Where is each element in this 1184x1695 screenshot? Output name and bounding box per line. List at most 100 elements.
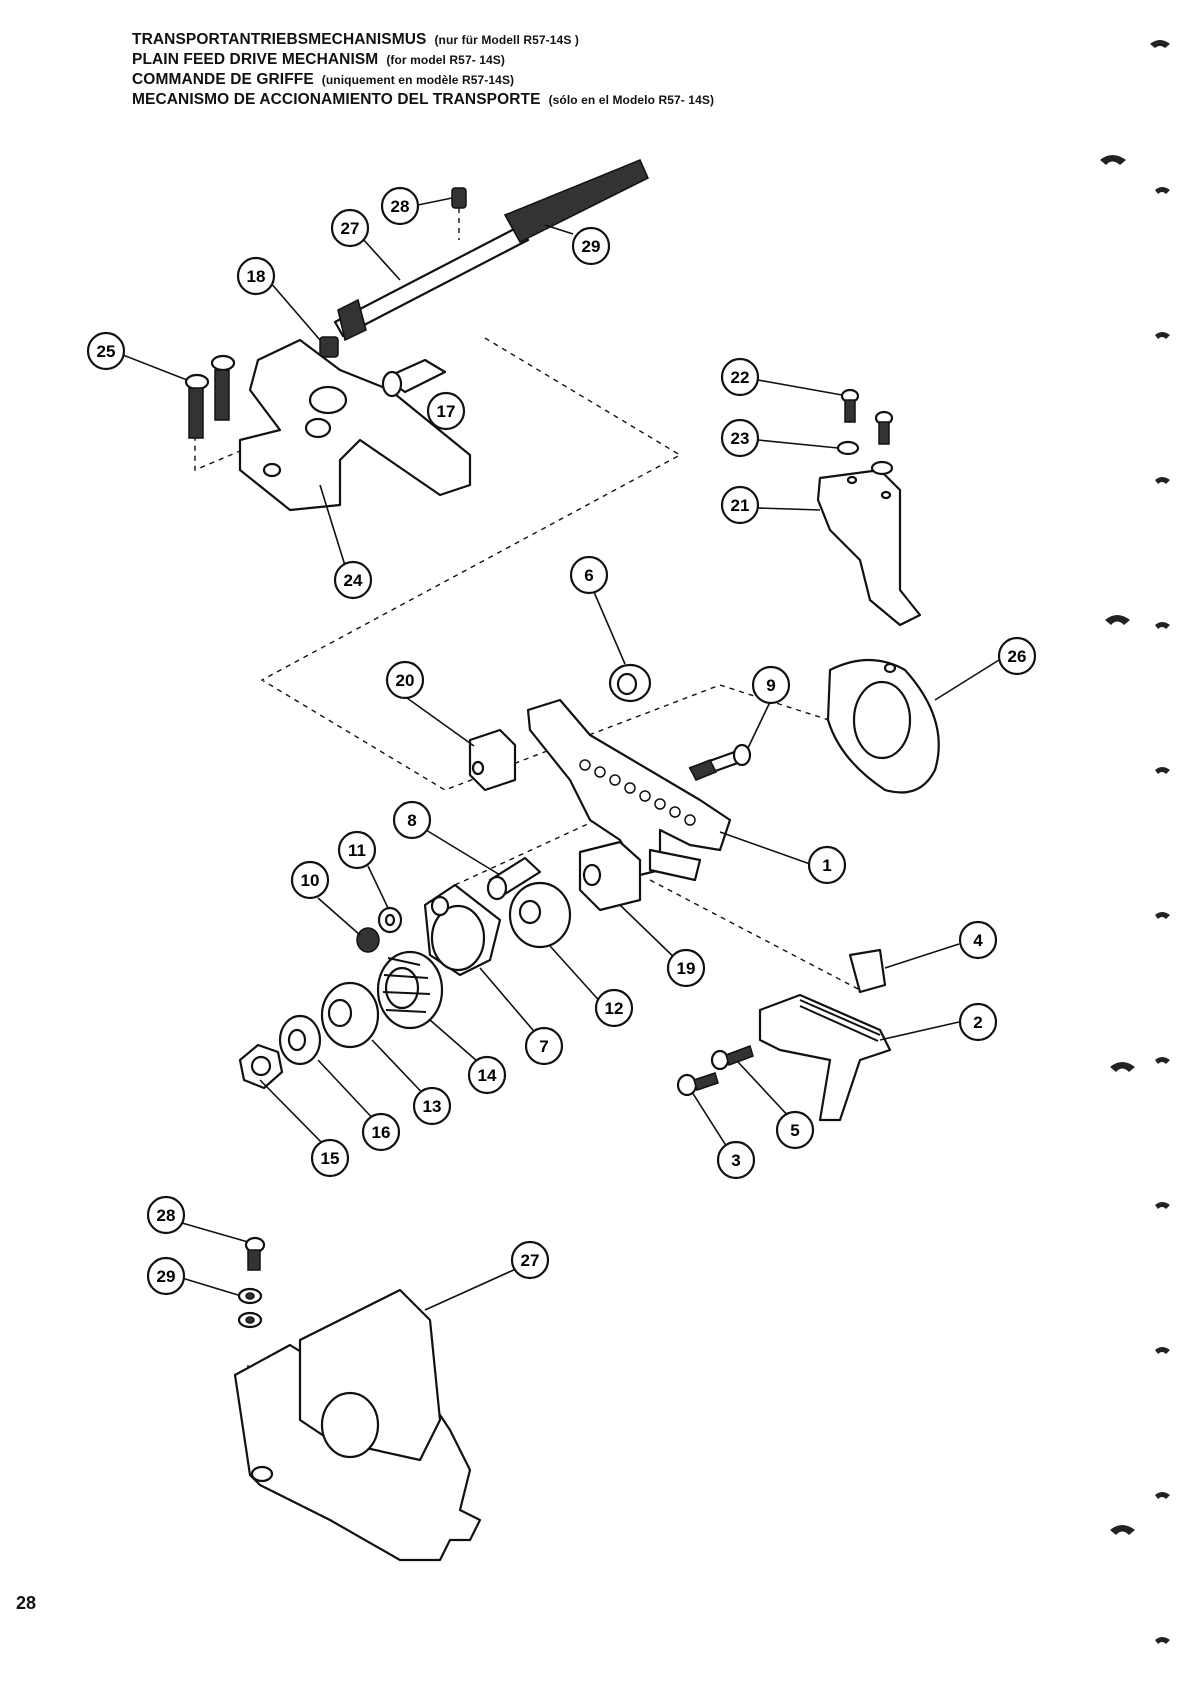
svg-text:12: 12 — [605, 999, 624, 1018]
svg-text:6: 6 — [584, 566, 593, 585]
svg-text:29: 29 — [582, 237, 601, 256]
title-spanish: MECANISMO DE ACCIONAMIENTO DEL TRANSPORT… — [132, 91, 715, 108]
page-number: 28 — [16, 1593, 37, 1613]
callout: 16 — [361, 1112, 401, 1152]
svg-text:22: 22 — [731, 368, 750, 387]
svg-text:4: 4 — [973, 931, 983, 950]
washer-16 — [278, 1014, 322, 1066]
callout: 28 — [146, 1195, 186, 1235]
callout: 9 — [751, 665, 791, 705]
title-block: TRANSPORTANTRIEBSMECHANISMUS(nur für Mod… — [132, 30, 714, 110]
flange-26 — [826, 658, 940, 794]
svg-text:21: 21 — [731, 496, 750, 515]
callout: 15 — [310, 1138, 350, 1178]
washer-11 — [377, 906, 403, 934]
svg-text:15: 15 — [321, 1149, 340, 1168]
pin-17 — [381, 358, 447, 398]
screw-3 — [676, 1072, 719, 1097]
svg-text:28: 28 — [391, 197, 410, 216]
washers-29-bottom — [237, 1287, 263, 1329]
callout: 19 — [666, 948, 706, 988]
callout: 5 — [775, 1110, 815, 1150]
callout: 3 — [716, 1140, 756, 1180]
block-20 — [468, 728, 517, 792]
washer-6 — [608, 663, 652, 703]
callout: 2 — [958, 1002, 998, 1042]
nut-15 — [238, 1043, 284, 1090]
scan-margin-marks — [1100, 40, 1170, 1644]
callout: 1 — [807, 845, 847, 885]
callout: 29 — [146, 1256, 186, 1296]
svg-text:13: 13 — [423, 1097, 442, 1116]
screw-5 — [710, 1045, 754, 1071]
callout: 20 — [385, 660, 425, 700]
callout: 12 — [594, 988, 634, 1028]
bushing-13 — [320, 981, 380, 1049]
callout: 25 — [86, 331, 126, 371]
callout: 6 — [569, 555, 609, 595]
svg-text:24: 24 — [344, 571, 363, 590]
svg-text:29: 29 — [157, 1267, 176, 1286]
callout: 26 — [997, 636, 1037, 676]
svg-text:25: 25 — [97, 342, 116, 361]
svg-text:1: 1 — [822, 856, 831, 875]
callout: 13 — [412, 1086, 452, 1126]
callout: 28 — [380, 186, 420, 226]
callout: 14 — [467, 1055, 507, 1095]
callout: 29 — [571, 226, 611, 266]
screws-25 — [184, 354, 236, 439]
svg-text:17: 17 — [437, 402, 456, 421]
svg-text:11: 11 — [348, 841, 366, 860]
callout: 27 — [330, 208, 370, 248]
svg-text:10: 10 — [301, 871, 320, 890]
svg-text:14: 14 — [478, 1066, 497, 1085]
title-english: PLAIN FEED DRIVE MECHANISM(for model R57… — [132, 51, 506, 68]
svg-text:16: 16 — [372, 1123, 391, 1142]
svg-text:27: 27 — [521, 1251, 540, 1270]
callout: 4 — [958, 920, 998, 960]
feed-dog-2 — [758, 993, 892, 1122]
svg-text:23: 23 — [731, 429, 750, 448]
svg-text:8: 8 — [407, 811, 416, 830]
pin-8 — [486, 856, 542, 901]
svg-text:28: 28 — [157, 1206, 176, 1225]
screw-9 — [688, 743, 752, 781]
title-french: COMMANDE DE GRIFFE(uniquement en modèle … — [132, 71, 515, 88]
screw-18 — [319, 336, 339, 358]
bracket-21 — [816, 468, 922, 627]
callout: 17 — [426, 391, 466, 431]
svg-text:19: 19 — [677, 959, 696, 978]
svg-text:26: 26 — [1008, 647, 1027, 666]
svg-text:2: 2 — [973, 1013, 982, 1032]
feed-lever-1 — [526, 698, 732, 882]
callout: 18 — [236, 256, 276, 296]
feed-rod-27-29 — [333, 159, 649, 342]
screw-28-top — [451, 187, 467, 240]
svg-text:7: 7 — [539, 1037, 548, 1056]
callouts: 28 27 29 18 25 17 22 23 21 24 6 26 20 9 … — [86, 186, 1037, 1296]
callout: 22 — [720, 357, 760, 397]
svg-text:18: 18 — [247, 267, 266, 286]
callout: 23 — [720, 418, 760, 458]
screws-22-washers-23 — [836, 388, 894, 476]
eccentric-7 — [423, 883, 502, 977]
svg-text:5: 5 — [790, 1121, 799, 1140]
svg-text:20: 20 — [396, 671, 415, 690]
svg-text:27: 27 — [341, 219, 360, 238]
callout: 24 — [333, 560, 373, 600]
callout: 8 — [392, 800, 432, 840]
svg-text:3: 3 — [731, 1151, 740, 1170]
part-4 — [848, 948, 887, 994]
leader-lines — [122, 197, 1000, 1311]
screw-28-bottom — [244, 1236, 266, 1271]
title-german: TRANSPORTANTRIEBSMECHANISMUS(nur für Mod… — [132, 31, 579, 48]
callout: 11 — [337, 830, 377, 870]
svg-text:9: 9 — [766, 676, 775, 695]
callout: 10 — [290, 860, 330, 900]
callout: 21 — [720, 485, 760, 525]
crank-bracket-24 — [238, 338, 472, 512]
callout: 7 — [524, 1026, 564, 1066]
needle-bearing-14 — [376, 950, 444, 1030]
cover-27-bottom — [233, 1288, 482, 1562]
block-19 — [578, 840, 642, 912]
